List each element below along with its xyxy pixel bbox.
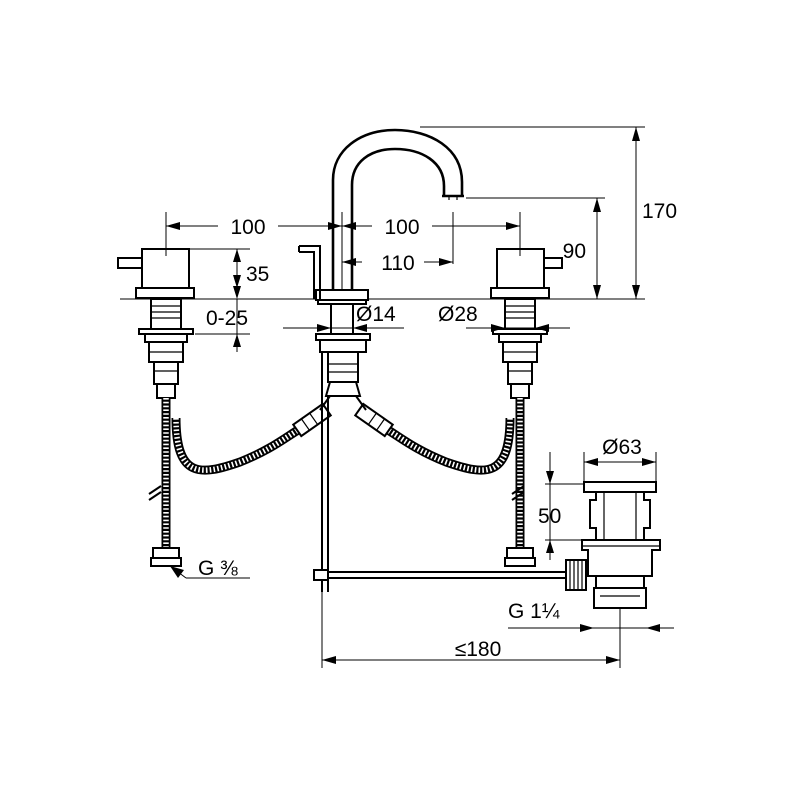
extension-lines — [165, 126, 657, 668]
pop-up-rod-lower — [313, 352, 566, 592]
dim-overall-height: 170 — [632, 127, 677, 299]
dim-waste-thread: G 1¼ — [508, 600, 674, 632]
dim-label-35: 35 — [246, 263, 269, 286]
dim-label-90: 90 — [563, 240, 586, 263]
left-handle — [117, 248, 195, 363]
dim-label-g114: G 1¼ — [508, 600, 560, 623]
spout — [315, 128, 464, 305]
dim-label-le180: ≤180 — [455, 638, 502, 661]
pop-up-rod-top — [298, 245, 321, 299]
dim-handle-spacing-left: 100 — [166, 212, 342, 240]
dim-label-110: 110 — [381, 252, 414, 275]
dim-rosette-diameter: Ø28 — [438, 303, 570, 332]
dim-spout-height: 90 — [563, 198, 601, 299]
connecting-hoses — [171, 395, 515, 475]
dim-label-d14: Ø14 — [356, 303, 396, 326]
dim-label-d28: Ø28 — [438, 303, 478, 326]
dim-waste-diameter: Ø63 — [584, 436, 656, 466]
dim-pop-up-reach: ≤180 — [322, 638, 620, 664]
dim-label-g38: G ⅜ — [198, 557, 238, 580]
dim-supply-thread: G ⅜ — [169, 557, 250, 580]
right-handle — [490, 248, 563, 363]
dim-label-100-right: 100 — [384, 216, 419, 239]
left-supply-hose — [148, 361, 182, 567]
dim-deck-thickness: 0-25 — [206, 286, 248, 352]
dim-label-50: 50 — [538, 505, 561, 528]
dim-handle-spacing-right: 100 — [342, 212, 520, 240]
dim-waste-height: 50 — [538, 452, 561, 560]
spout-shank — [315, 303, 371, 397]
dim-label-0-25: 0-25 — [206, 307, 248, 330]
dim-handle-height: 35 — [233, 249, 269, 288]
waste-valve — [565, 481, 661, 609]
dim-label-100-left: 100 — [230, 216, 265, 239]
dim-label-d63: Ø63 — [602, 436, 642, 459]
dim-hole-diameter: Ø14 — [283, 303, 404, 332]
dim-label-170: 170 — [642, 200, 677, 223]
right-supply-hose — [504, 361, 536, 567]
dim-spout-reach: 110 — [342, 248, 453, 276]
